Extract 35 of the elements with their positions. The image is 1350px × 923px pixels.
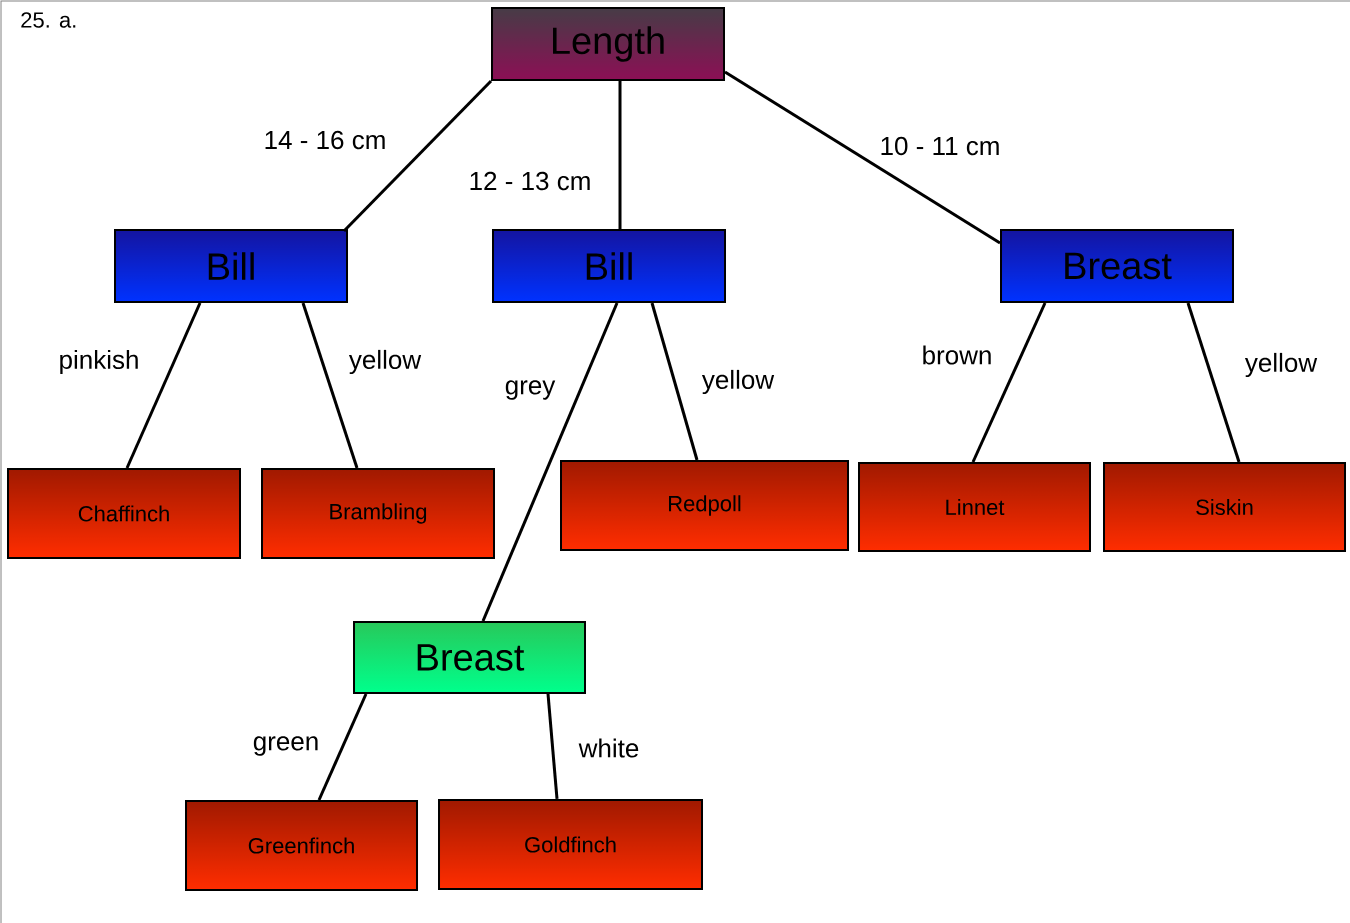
decision-box: Bill xyxy=(114,229,348,303)
edge-label: green xyxy=(251,735,321,757)
species-box: Brambling xyxy=(261,468,495,559)
species-box: Greenfinch xyxy=(185,800,418,891)
connector-line xyxy=(546,693,559,800)
connector-line xyxy=(1186,302,1241,463)
edge-label: brown xyxy=(920,344,994,366)
species-box: Redpoll xyxy=(560,460,849,551)
decision-box: Breast xyxy=(353,621,586,694)
edge-label: yellow xyxy=(1243,351,1319,379)
edge-label: yellow xyxy=(700,368,776,396)
species-box: Goldfinch xyxy=(438,799,703,890)
edge-label: 14 - 16 cm xyxy=(262,129,388,151)
connector-line xyxy=(481,302,619,622)
edge-label: 12 - 13 cm xyxy=(467,170,593,192)
figure-number: 25. a. xyxy=(21,12,76,28)
connector-line xyxy=(724,70,1001,245)
connector-line xyxy=(301,302,359,469)
connector-line xyxy=(317,693,368,801)
edge-label: pinkish xyxy=(57,348,141,376)
edge-label: 10 - 11 cm xyxy=(878,135,1002,157)
species-box: Linnet xyxy=(858,462,1091,552)
edge-label: grey xyxy=(503,379,557,401)
connector-line xyxy=(618,81,622,229)
connector-line xyxy=(342,79,493,233)
species-box: Siskin xyxy=(1103,462,1346,552)
species-box: Chaffinch xyxy=(7,468,241,559)
decision-box: Breast xyxy=(1000,229,1234,303)
decision-box: Length xyxy=(491,7,725,81)
edge-label: white xyxy=(577,737,641,759)
decision-box: Bill xyxy=(492,229,726,303)
edge-label: yellow xyxy=(347,348,423,376)
connector-line xyxy=(125,302,202,469)
connector-line xyxy=(650,302,699,461)
connector-line xyxy=(971,302,1047,463)
